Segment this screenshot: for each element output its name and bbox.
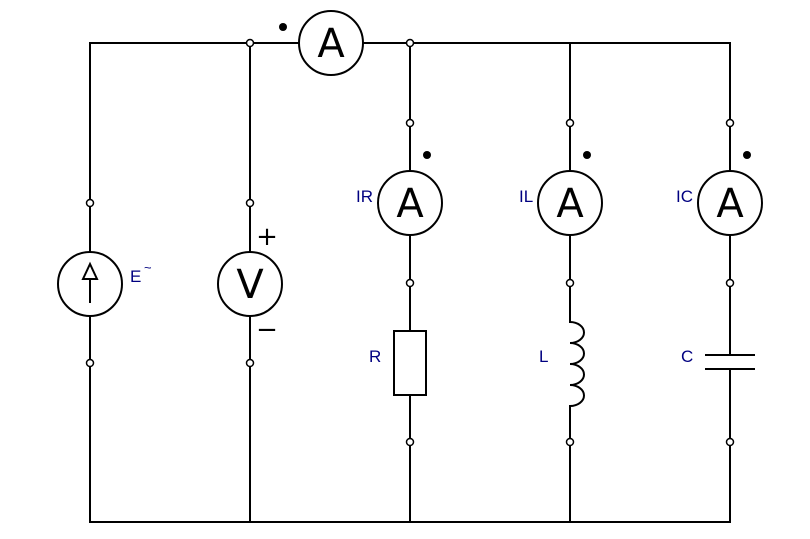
inductor [568, 320, 585, 408]
label-il: IL [519, 187, 533, 206]
ammeter-ir-symbol: A [396, 181, 424, 227]
voltage-source [57, 251, 123, 317]
plus-sign: + [256, 222, 278, 252]
ammeter-ic: A [697, 170, 763, 236]
label-ir: IR [356, 187, 373, 206]
label-l: L [539, 347, 548, 366]
ammeter-ic-symbol: A [716, 181, 744, 227]
label-c: C [681, 347, 693, 366]
ammeter-il: A [537, 170, 603, 236]
minus-sign: − [256, 315, 278, 345]
ammeter-ir: A [377, 170, 443, 236]
main-ammeter-symbol: A [317, 21, 345, 67]
wires [89, 42, 731, 523]
ammeter-il-symbol: A [556, 181, 584, 227]
capacitor [705, 354, 755, 370]
connection-nodes [85, 38, 735, 447]
label-source: E [130, 267, 141, 286]
main-ammeter: A [298, 10, 364, 76]
resistor [393, 330, 427, 396]
voltmeter-symbol: V [236, 262, 264, 308]
label-source-tilde: ~ [144, 260, 152, 275]
polarity-dots [279, 23, 751, 159]
label-r: R [369, 347, 381, 366]
label-ic: IC [676, 187, 693, 206]
voltmeter: V [217, 251, 283, 317]
